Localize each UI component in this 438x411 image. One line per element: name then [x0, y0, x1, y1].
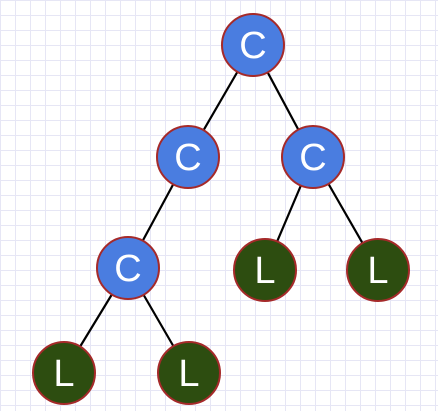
node-l2: L — [346, 238, 410, 302]
node-l3: L — [32, 341, 96, 405]
node-label: C — [114, 248, 141, 290]
node-label: L — [53, 353, 74, 395]
composite-node-circle — [221, 13, 285, 77]
node-root: C — [221, 13, 285, 77]
leaf-node-circle — [32, 341, 96, 405]
node-label: L — [178, 353, 199, 395]
node-c1: C — [156, 125, 220, 189]
tree-nodes: C C C C L L L L — [32, 13, 410, 405]
tree-edges — [63, 44, 379, 374]
node-label: C — [174, 137, 201, 179]
composite-node-circle — [156, 125, 220, 189]
node-label: C — [239, 25, 266, 67]
leaf-node-circle — [233, 238, 297, 302]
node-label: C — [299, 137, 326, 179]
composite-node-circle — [96, 236, 160, 300]
leaf-node-circle — [157, 341, 221, 405]
node-l4: L — [157, 341, 221, 405]
node-label: L — [367, 250, 388, 292]
leaf-node-circle — [346, 238, 410, 302]
node-c3: C — [96, 236, 160, 300]
node-label: L — [254, 250, 275, 292]
node-c2: C — [281, 125, 345, 189]
node-l1: L — [233, 238, 297, 302]
composite-node-circle — [281, 125, 345, 189]
